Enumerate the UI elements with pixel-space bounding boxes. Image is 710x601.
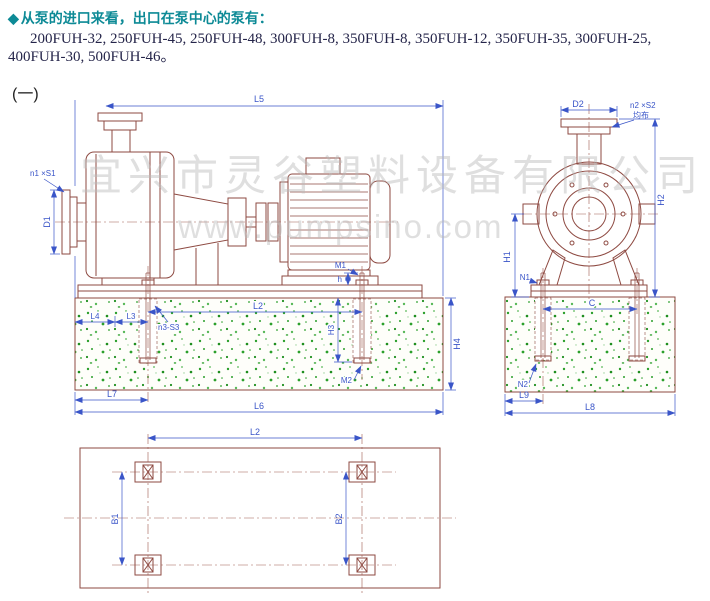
- dim-label-h1: H1: [502, 251, 512, 263]
- dim-label-l9: L9: [519, 390, 529, 400]
- plan-bolt-pads: [134, 461, 376, 576]
- section-heading: ◆从泵的进口来看，出口在泵中心的泵有：: [8, 8, 273, 28]
- callout-n3s3: n3-S3: [158, 323, 180, 332]
- callout-n1xs1: n1 ×S1: [30, 169, 56, 178]
- side-view: L5 D1 n1 ×S1 M1 h H3 M2 L2: [30, 94, 462, 415]
- callout-m1: M1: [335, 261, 347, 270]
- model-list-line2: 400FUH-30, 500FUH-46。: [8, 49, 176, 65]
- pump-end: [522, 118, 656, 286]
- callout-m2: M2: [341, 376, 353, 385]
- end-view: D2 n2 ×S2 均布 H2 H1 C N1 N2: [502, 99, 676, 416]
- dim-label-l8: L8: [585, 402, 595, 412]
- side-anchor-bolt-right: [353, 266, 371, 380]
- plan-view: L2 B1 B2: [64, 427, 456, 596]
- dim-label-plan-l2: L2: [250, 427, 260, 437]
- dim-label-d1: D1: [42, 216, 52, 228]
- side-baseplate: [77, 284, 423, 299]
- dim-label-h2: H2: [656, 194, 666, 206]
- section-heading-text: 从泵的进口来看，出口在泵中心的泵有：: [20, 10, 273, 26]
- dim-label-l4: L4: [91, 312, 100, 321]
- dim-label-h3: H3: [327, 324, 336, 335]
- diamond-bullet-icon: ◆: [8, 10, 19, 26]
- callout-end-n1: N1: [520, 273, 531, 282]
- end-anchor-bolt-right: [628, 268, 646, 362]
- dim-label-h: h: [338, 275, 342, 284]
- dim-label-h4: H4: [452, 338, 462, 350]
- model-list-line1: 200FUH-32, 250FUH-45, 250FUH-48, 300FUH-…: [30, 31, 652, 47]
- dim-label-l5: L5: [254, 94, 264, 104]
- pump-side: [61, 112, 279, 286]
- dim-label-l7: L7: [107, 389, 117, 399]
- figure-label: (一): [12, 86, 39, 103]
- dim-label-b1: B1: [110, 513, 120, 524]
- callout-evenly-distributed: 均布: [633, 110, 649, 120]
- end-foundation: [504, 296, 676, 393]
- side-anchor-bolt-left: [139, 266, 157, 404]
- motor-side: [279, 157, 391, 286]
- dim-label-d2: D2: [572, 99, 584, 109]
- dim-label-l3: L3: [127, 312, 136, 321]
- dim-label-c: C: [589, 298, 596, 308]
- plan-dimensions: L2 B1 B2: [110, 427, 363, 566]
- dim-label-b2: B2: [334, 513, 344, 524]
- end-anchor-bolt-left: [534, 268, 552, 404]
- dim-label-l2: L2: [253, 301, 263, 311]
- callout-end-n2: N2: [518, 380, 529, 389]
- end-dimensions: D2 n2 ×S2 均布 H2 H1 C N1 N2: [502, 99, 676, 416]
- side-dimensions: L5 D1 n1 ×S1 M1 h H3 M2 L2: [30, 94, 462, 415]
- callout-n2xs2: n2 ×S2: [630, 101, 656, 110]
- model-list: 200FUH-32, 250FUH-45, 250FUH-48, 300FUH-…: [8, 30, 651, 66]
- plan-baseplate-outline: [79, 447, 441, 589]
- dim-label-l6: L6: [254, 401, 264, 411]
